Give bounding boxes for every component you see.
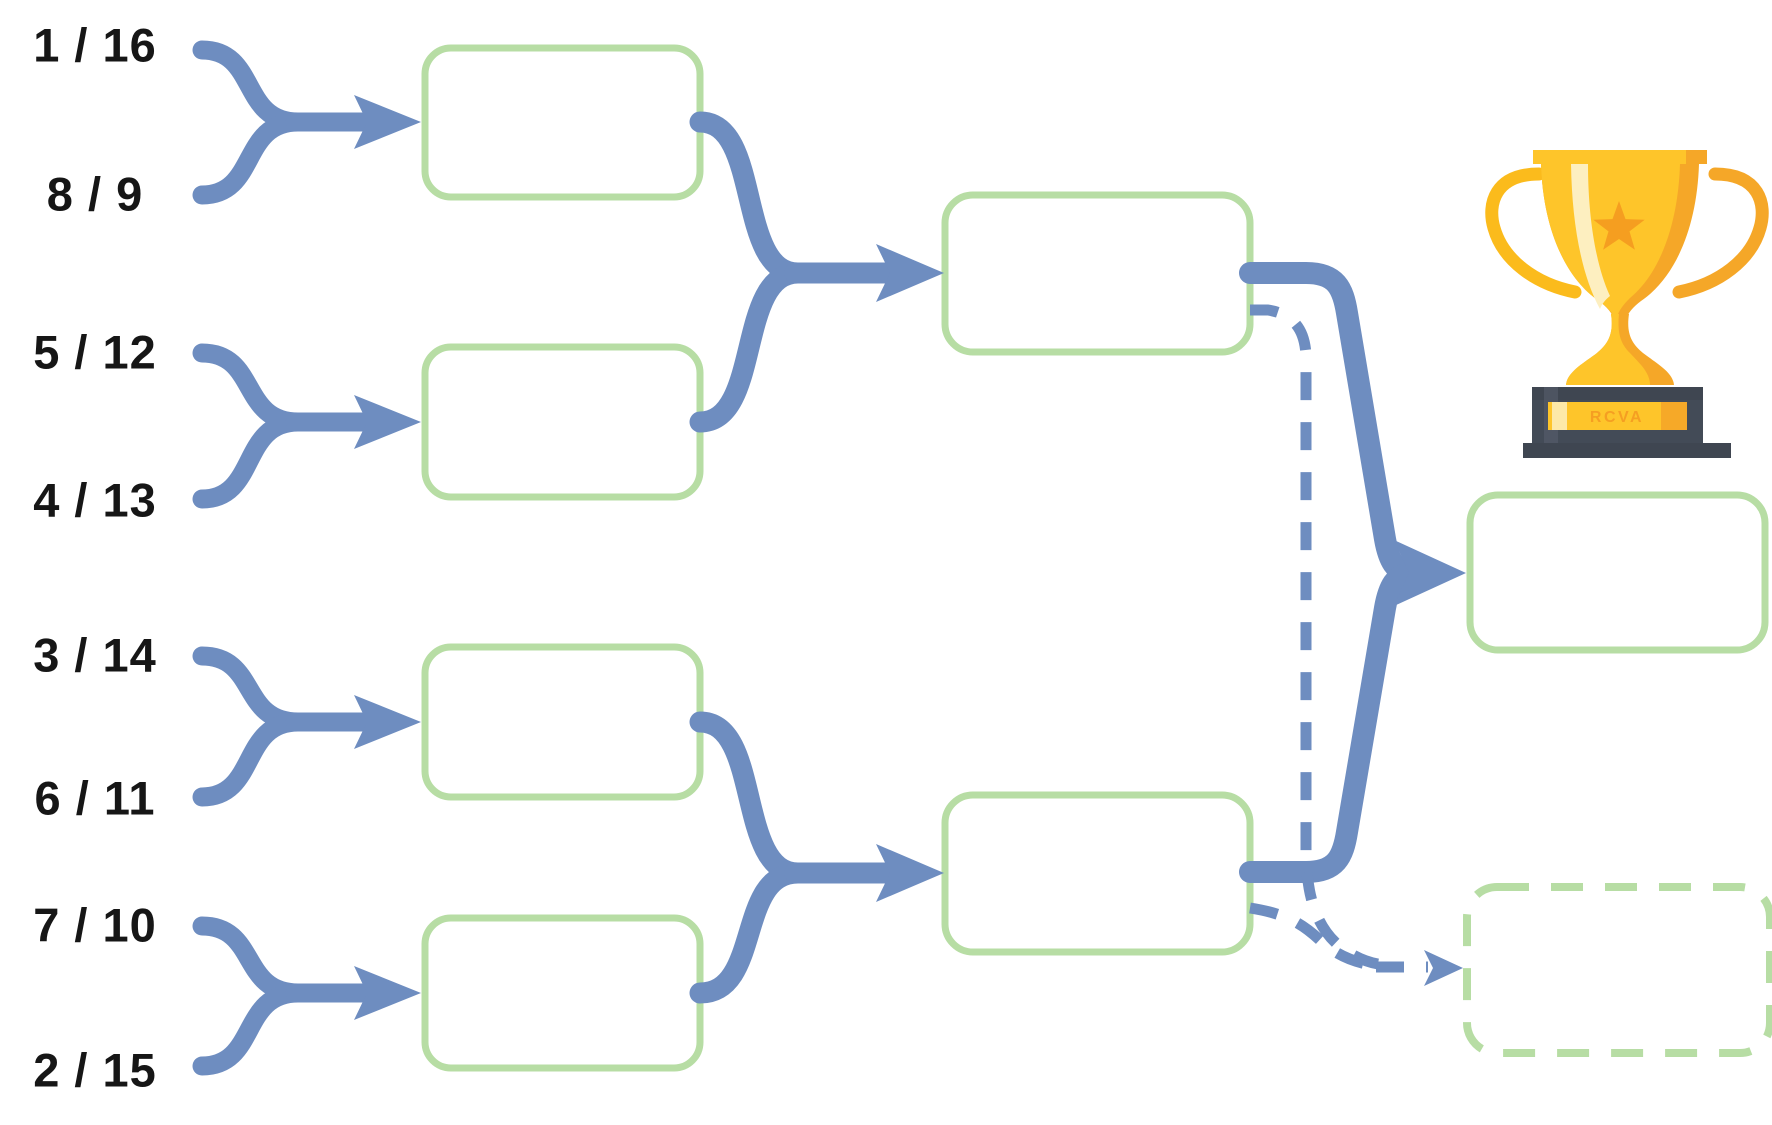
connector-line xyxy=(689,862,809,1004)
connector-line xyxy=(1239,262,1419,585)
third-place-slot xyxy=(1463,883,1772,1057)
seed-label-6-11: 6 / 11 xyxy=(34,771,156,825)
connector-line xyxy=(689,262,809,433)
connector-line xyxy=(192,916,308,1003)
semifinal-slots xyxy=(941,191,1254,956)
semifinal-connector-1 xyxy=(689,111,944,433)
arrowhead-icon xyxy=(876,244,944,302)
seed-label-3-14: 3 / 14 xyxy=(33,628,157,682)
seed-label-2-15: 2 / 15 xyxy=(33,1043,157,1097)
trophy-cup-highlight xyxy=(1571,164,1610,309)
connector-line xyxy=(192,712,308,807)
arrowhead-icon xyxy=(354,95,421,149)
arrowhead-icon xyxy=(1394,540,1466,606)
fork-connector-1 xyxy=(192,40,421,205)
quarterfinal-slots xyxy=(421,44,704,1072)
arrowhead-icon xyxy=(876,844,944,902)
connector-line xyxy=(1239,562,1419,883)
semifinal-slot-2 xyxy=(941,791,1254,956)
connector-line xyxy=(689,111,809,284)
fork-connector-3 xyxy=(192,646,421,807)
trophy-plaque-shadow xyxy=(1661,402,1687,430)
quarterfinal-slot-1 xyxy=(421,44,704,201)
seed-label-5-12: 5 / 12 xyxy=(33,325,157,379)
quarterfinal-slot-2 xyxy=(421,343,704,501)
trophy-left-handle xyxy=(1485,167,1582,299)
seed-label-8-9: 8 / 9 xyxy=(46,167,144,221)
seed-label-1-16: 1 / 16 xyxy=(33,18,157,72)
trophy-base-bottom xyxy=(1523,443,1731,458)
trophy-base-top xyxy=(1532,387,1703,400)
arrowhead-icon xyxy=(354,695,421,749)
semifinal-connector-2 xyxy=(689,711,944,1004)
connector-line xyxy=(192,983,308,1076)
third-place-connector xyxy=(1249,304,1463,986)
seed-label-4-13: 4 / 13 xyxy=(33,473,157,527)
trophy-plaque-highlight xyxy=(1552,402,1567,430)
arrowhead-icon xyxy=(354,395,421,449)
quarterfinal-slot-3 xyxy=(421,643,704,801)
final-slot xyxy=(1466,491,1769,654)
connector-line xyxy=(192,112,308,205)
final-connector xyxy=(1239,262,1466,883)
quarterfinal-slot-4 xyxy=(421,914,704,1072)
trophy-stem xyxy=(1566,314,1650,385)
semifinal-slot-1 xyxy=(941,191,1254,356)
arrowhead-icon xyxy=(354,966,421,1020)
dashed-connector-line xyxy=(1249,902,1379,972)
connector-line xyxy=(192,412,308,509)
trophy-icon: RCVA xyxy=(1485,150,1769,458)
connector-line xyxy=(689,711,809,884)
arrowhead-icon xyxy=(1424,950,1463,986)
connector-line xyxy=(192,343,308,432)
fork-connector-2 xyxy=(192,343,421,509)
connector-line xyxy=(192,646,308,732)
star-icon xyxy=(1593,201,1645,250)
connector-line xyxy=(192,40,308,132)
trophy-right-handle xyxy=(1672,167,1769,299)
trophy-plaque-text: RCVA xyxy=(1590,409,1644,426)
seed-label-7-10: 7 / 10 xyxy=(33,898,157,952)
fork-connector-4 xyxy=(192,916,421,1076)
